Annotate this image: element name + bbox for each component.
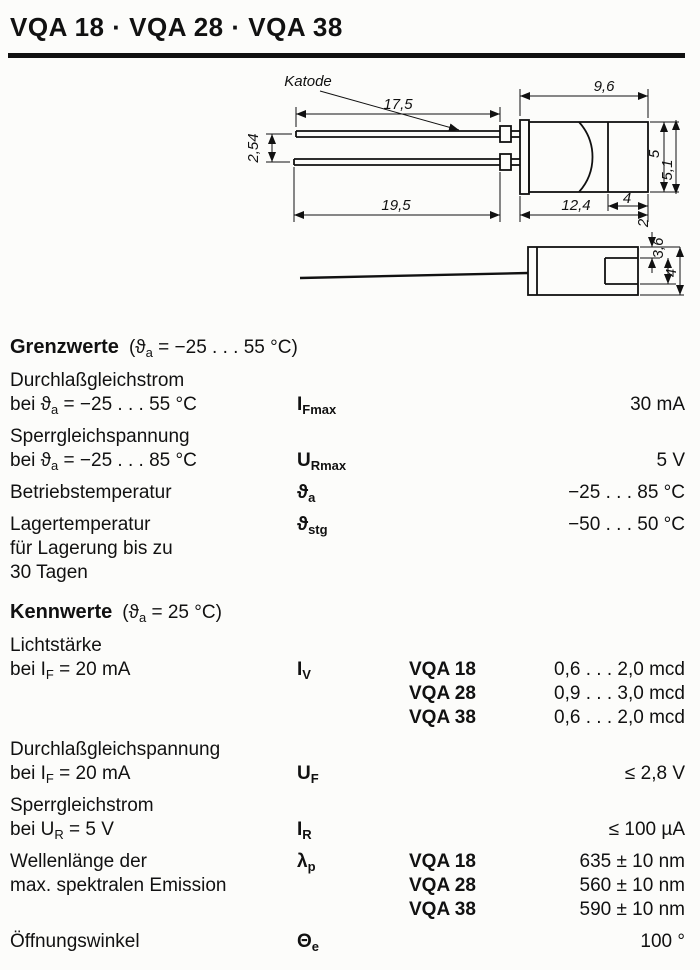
variant-value: 635 ± 10 nm bbox=[579, 851, 686, 872]
dim-front-outer-label: 4 bbox=[663, 269, 680, 277]
dim-tip-width-label: 4 bbox=[623, 190, 631, 207]
spec-row-durchlassgleichspannung: Durchlaßgleichspannung bei IF = 20 mA UF… bbox=[8, 738, 685, 786]
param-symbol: λp bbox=[297, 851, 316, 874]
spec-row-lichtstaerke: Lichtstärke bei IF = 20 mA IV VQA 18 0,6 … bbox=[8, 634, 685, 730]
param-symbol: IV bbox=[297, 659, 311, 682]
spec-row-durchlassgleichstrom: Durchlaßgleichstrom bei ϑa = −25 . . . 5… bbox=[8, 369, 685, 417]
variant-value: 0,6 . . . 2,0 mcd bbox=[554, 707, 685, 728]
param-condition: bei UR = 5 V bbox=[10, 819, 114, 842]
spec-row-wellenlaenge: Wellenlänge der max. spektralen Emission… bbox=[8, 850, 685, 922]
variant-row: VQA 28 560 ± 10 nm bbox=[409, 874, 685, 898]
param-value: 5 V bbox=[656, 450, 685, 471]
variant-row: VQA 38 590 ± 10 nm bbox=[409, 898, 685, 922]
param-label: Öffnungswinkel bbox=[10, 930, 297, 954]
param-name: max. spektralen Emission bbox=[10, 875, 227, 896]
grenzwerte-heading: Grenzwerte (ϑa = −25 . . . 55 °C) bbox=[10, 336, 685, 359]
param-condition: bei IF = 20 mA bbox=[10, 763, 131, 786]
spec-row-sperrgleichstrom: Sperrgleichstrom bei UR = 5 V IR ≤ 100 µ… bbox=[8, 794, 685, 842]
param-value: −50 . . . 50 °C bbox=[568, 514, 685, 535]
variant-value: 590 ± 10 nm bbox=[579, 899, 686, 920]
param-name: Öffnungswinkel bbox=[10, 931, 140, 952]
variant-row: VQA 18 635 ± 10 nm bbox=[409, 850, 685, 874]
variant-name: VQA 38 bbox=[409, 899, 476, 920]
katode-label: Katode bbox=[284, 73, 332, 90]
section-title: Grenzwerte bbox=[10, 336, 119, 358]
param-symbol: ϑa bbox=[297, 482, 316, 505]
dim-body-length-label: 12,4 bbox=[561, 197, 590, 214]
dim-body-diameter-label: 5 bbox=[646, 149, 663, 158]
dim-lead-top-label: 17,5 bbox=[383, 96, 413, 113]
param-label: Betriebstemperatur bbox=[10, 481, 297, 505]
led-front-view bbox=[299, 246, 639, 296]
param-label: Lagertemperatur für Lagerung bis zu 30 T… bbox=[10, 513, 297, 585]
param-symbol: Θe bbox=[297, 931, 320, 954]
variant-name: VQA 18 bbox=[409, 659, 476, 680]
variant-name: VQA 28 bbox=[409, 683, 476, 704]
section-kennwerte: Kennwerte (ϑa = 25 °C) Lichtstärke bei IF… bbox=[8, 601, 685, 954]
dim-body-width-label: 9,6 bbox=[594, 78, 616, 95]
variant-row: VQA 18 0,6 . . . 2,0 mcd bbox=[409, 658, 685, 682]
dim-lead-pitch-label: 2,54 bbox=[245, 133, 262, 163]
section-condition: (ϑa = −25 . . . 55 °C) bbox=[128, 337, 298, 360]
technical-drawing: Katode 17,5 9,6 2,54 5 5,1 4 19,5 12,4 2… bbox=[8, 70, 685, 320]
param-name: Lagertemperatur bbox=[10, 514, 151, 535]
param-label: Sperrgleichstrom bei UR = 5 V bbox=[10, 794, 297, 842]
param-value: ≤ 2,8 V bbox=[624, 763, 685, 784]
variant-name: VQA 38 bbox=[409, 707, 476, 728]
dim-front-inner-label: 3,6 bbox=[650, 237, 667, 259]
param-value: ≤ 100 µA bbox=[608, 819, 685, 840]
param-name: Lichtstärke bbox=[10, 635, 102, 656]
dim-lead-bottom-label: 19,5 bbox=[381, 197, 411, 214]
variant-name: VQA 18 bbox=[409, 851, 476, 872]
kennwerte-heading: Kennwerte (ϑa = 25 °C) bbox=[10, 601, 685, 624]
section-grenzwerte: Grenzwerte (ϑa = −25 . . . 55 °C) Durchla… bbox=[8, 336, 685, 585]
param-name: Betriebstemperatur bbox=[10, 482, 172, 503]
param-values: VQA 18 0,6 . . . 2,0 mcd VQA 28 0,9 . . . … bbox=[409, 634, 685, 730]
dimension-lines bbox=[266, 89, 684, 296]
variant-row: VQA 28 0,9 . . . 3,0 mcd bbox=[409, 682, 685, 706]
param-condition: bei IF = 20 mA bbox=[10, 659, 131, 682]
spec-row-lagertemperatur: Lagertemperatur für Lagerung bis zu 30 T… bbox=[8, 513, 685, 585]
param-label: Wellenlänge der max. spektralen Emission bbox=[10, 850, 297, 922]
param-value: 30 mA bbox=[630, 394, 685, 415]
param-condition: 30 Tagen bbox=[10, 562, 88, 583]
variant-name: VQA 28 bbox=[409, 875, 476, 896]
param-values: VQA 18 635 ± 10 nm VQA 28 560 ± 10 nm VQA … bbox=[409, 850, 685, 922]
variant-value: 0,6 . . . 2,0 mcd bbox=[554, 659, 685, 680]
param-symbol: IFmax bbox=[297, 394, 337, 417]
param-name: Sperrgleichspannung bbox=[10, 426, 190, 447]
param-label: Durchlaßgleichspannung bei IF = 20 mA bbox=[10, 738, 297, 786]
param-condition: bei ϑa = −25 . . . 55 °C bbox=[10, 394, 197, 417]
variant-row: VQA 38 0,6 . . . 2,0 mcd bbox=[409, 706, 685, 730]
spec-row-oeffnungswinkel: Öffnungswinkel Θe 100 ° bbox=[8, 930, 685, 954]
param-condition: für Lagerung bis zu bbox=[10, 538, 173, 559]
param-label: Lichtstärke bei IF = 20 mA bbox=[10, 634, 297, 730]
dim-flange-diameter-label: 5,1 bbox=[659, 160, 676, 181]
title-rule bbox=[8, 53, 685, 58]
section-condition: (ϑa = 25 °C) bbox=[122, 602, 222, 625]
variant-value: 560 ± 10 nm bbox=[579, 875, 686, 896]
led-dimension-drawing: Katode 17,5 9,6 2,54 5 5,1 4 19,5 12,4 2… bbox=[245, 73, 684, 296]
param-value: −25 . . . 85 °C bbox=[568, 482, 685, 503]
spec-row-betriebstemperatur: Betriebstemperatur ϑa −25 . . . 85 °C bbox=[8, 481, 685, 505]
param-label: Durchlaßgleichstrom bei ϑa = −25 . . . 5… bbox=[10, 369, 297, 417]
param-label: Sperrgleichspannung bei ϑa = −25 . . . 8… bbox=[10, 425, 297, 473]
param-symbol: URmax bbox=[297, 450, 347, 473]
param-name: Durchlaßgleichspannung bbox=[10, 739, 221, 760]
param-name: Sperrgleichstrom bbox=[10, 795, 154, 816]
param-symbol: UF bbox=[297, 763, 319, 786]
variant-value: 0,9 . . . 3,0 mcd bbox=[554, 683, 685, 704]
param-symbol: ϑstg bbox=[297, 514, 328, 537]
led-side-view bbox=[293, 119, 649, 195]
page-title: VQA 18 · VQA 28 · VQA 38 bbox=[10, 12, 343, 42]
section-title: Kennwerte bbox=[10, 601, 113, 623]
dim-front-rim-label: 2 bbox=[635, 218, 652, 228]
param-name: Wellenlänge der bbox=[10, 851, 147, 872]
param-value: 100 ° bbox=[640, 931, 685, 952]
param-symbol: IR bbox=[297, 819, 312, 842]
param-name: Durchlaßgleichstrom bbox=[10, 370, 185, 391]
spec-row-sperrgleichspannung: Sperrgleichspannung bei ϑa = −25 . . . 8… bbox=[8, 425, 685, 473]
param-condition: bei ϑa = −25 . . . 85 °C bbox=[10, 450, 197, 473]
